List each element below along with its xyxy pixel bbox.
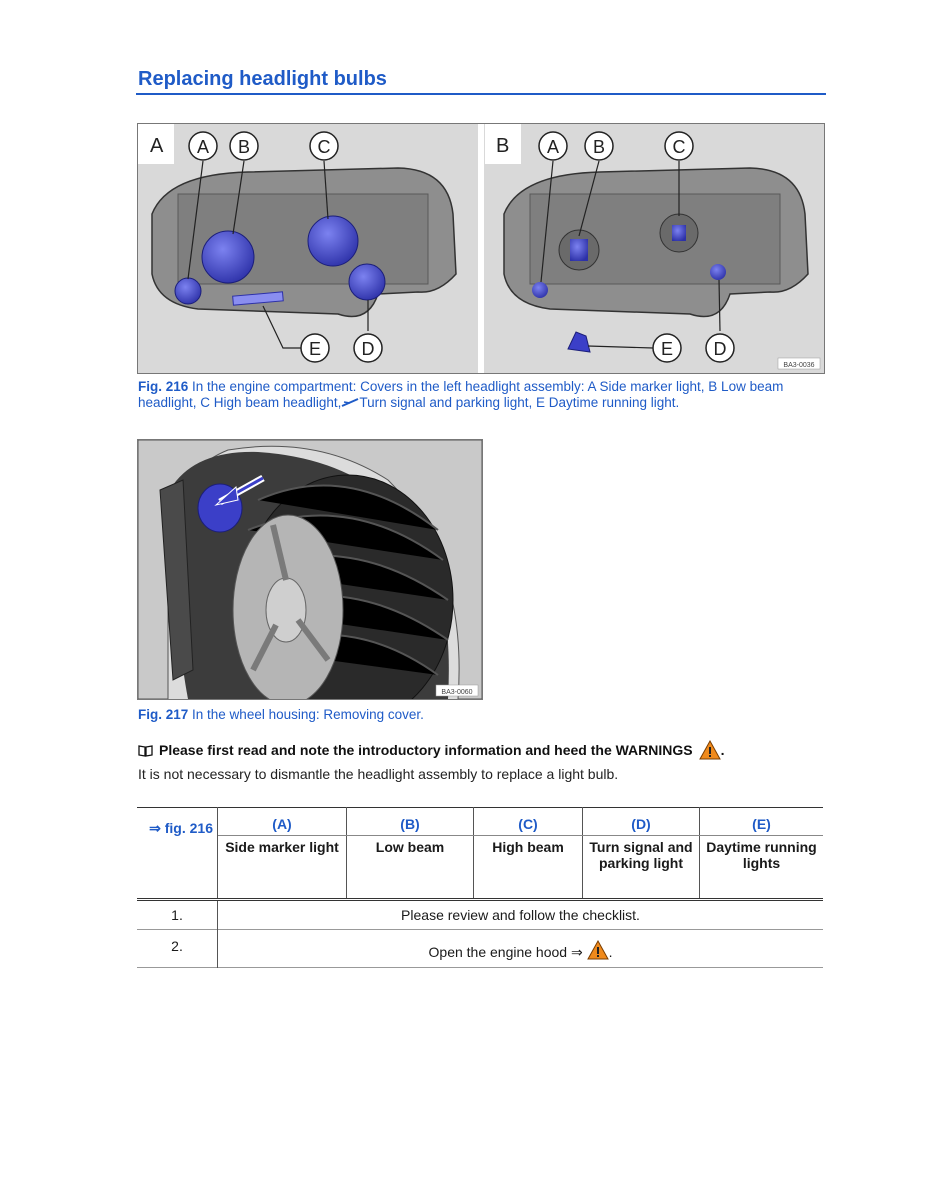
- callout-e-left: E: [309, 339, 321, 359]
- panel-a-label-box: [138, 124, 174, 164]
- panel-b-headlight: [503, 167, 809, 353]
- headlight-illustration: A B A B C D E A: [138, 124, 824, 373]
- callout-d-right: D: [714, 339, 727, 359]
- col-name-c: High beam: [473, 835, 583, 900]
- col-letter-d: (D): [582, 807, 700, 836]
- wheel-housing-illustration: BA3-0060: [137, 439, 483, 726]
- col-name-a: Side marker light: [217, 835, 347, 900]
- figure-217-code: BA3-0060: [441, 689, 472, 696]
- col-letter-b: (B): [346, 807, 474, 836]
- panel-b-label: B: [496, 135, 509, 157]
- panel-b-label-box: [485, 124, 521, 164]
- col-letter-c: (C): [473, 807, 583, 836]
- step-2-end: .: [608, 944, 613, 960]
- callout-e-right: E: [661, 339, 673, 359]
- step-2-text: Open the engine hood ⇒: [428, 944, 587, 960]
- col-letter-e: (E): [699, 807, 823, 836]
- table-row: 1. Please review and follow the checklis…: [137, 899, 823, 930]
- callout-c-left: C: [318, 137, 331, 157]
- note-text: Please first read and note the introduct…: [159, 742, 693, 758]
- fig-216-link[interactable]: ⇒ fig. 216: [149, 820, 213, 836]
- step-1-text: Please review and follow the checklist.: [401, 907, 640, 923]
- callout-a-right: A: [547, 137, 559, 157]
- turn-signal-arrow-icon: [341, 398, 359, 407]
- step-2-cell: Open the engine hood ⇒ .: [218, 930, 824, 968]
- callout-b-right: B: [593, 137, 605, 157]
- col-name-e: Daytime running lights: [706, 839, 817, 871]
- figure-216-caption-line1: In the engine compartment: Covers in the…: [188, 379, 784, 394]
- figure-216-image: A B A B C D E A: [137, 123, 825, 374]
- bulb-table: ⇒ fig. 216 (A) (B) (C) (D) (E) Side mark…: [137, 807, 823, 968]
- book-icon: [138, 744, 153, 757]
- panel-a-headlight: [151, 167, 457, 318]
- figure-216-label: Fig. 216: [138, 379, 189, 394]
- page-title: Replacing headlight bulbs: [138, 68, 387, 90]
- warning-note: Please first read and note the introduct…: [138, 740, 725, 760]
- figure-216-code: BA3-0036: [783, 362, 814, 369]
- figure-217-label: Fig. 217: [138, 707, 189, 722]
- callout-b-left: B: [238, 137, 250, 157]
- figure-217-caption-text: In the wheel housing: Removing cover.: [188, 707, 424, 722]
- callout-a-left: A: [197, 137, 209, 157]
- note-end: .: [720, 742, 725, 758]
- step-1-number: 1.: [137, 899, 218, 930]
- title-divider: [136, 93, 826, 95]
- warning-icon[interactable]: [586, 940, 609, 960]
- intro-text: It is not necessary to dismantle the hea…: [138, 766, 619, 782]
- figure-216-caption: Fig. 216 In the engine compartment: Cove…: [138, 379, 783, 411]
- callout-c-right: C: [673, 137, 686, 157]
- col-letter-a: (A): [217, 807, 347, 836]
- step-2-number: 2.: [137, 929, 218, 968]
- figure-216-caption-line2: headlight, C High beam headlight,: [138, 395, 342, 410]
- col-name-d: Turn signal and parking light: [582, 835, 700, 900]
- callout-d-left: D: [362, 339, 375, 359]
- table-ref-cell: ⇒ fig. 216: [137, 807, 218, 901]
- figure-217-caption: Fig. 217 In the wheel housing: Removing …: [138, 707, 424, 723]
- table-row: 2. Open the engine hood ⇒ .: [137, 929, 824, 968]
- panel-a-label: A: [150, 135, 164, 157]
- figure-216-caption-line3: Turn signal and parking light, E Daytime…: [359, 395, 680, 410]
- warning-icon: [698, 740, 721, 760]
- col-name-b: Low beam: [346, 835, 474, 900]
- figure-217-image: BA3-0060: [137, 439, 483, 726]
